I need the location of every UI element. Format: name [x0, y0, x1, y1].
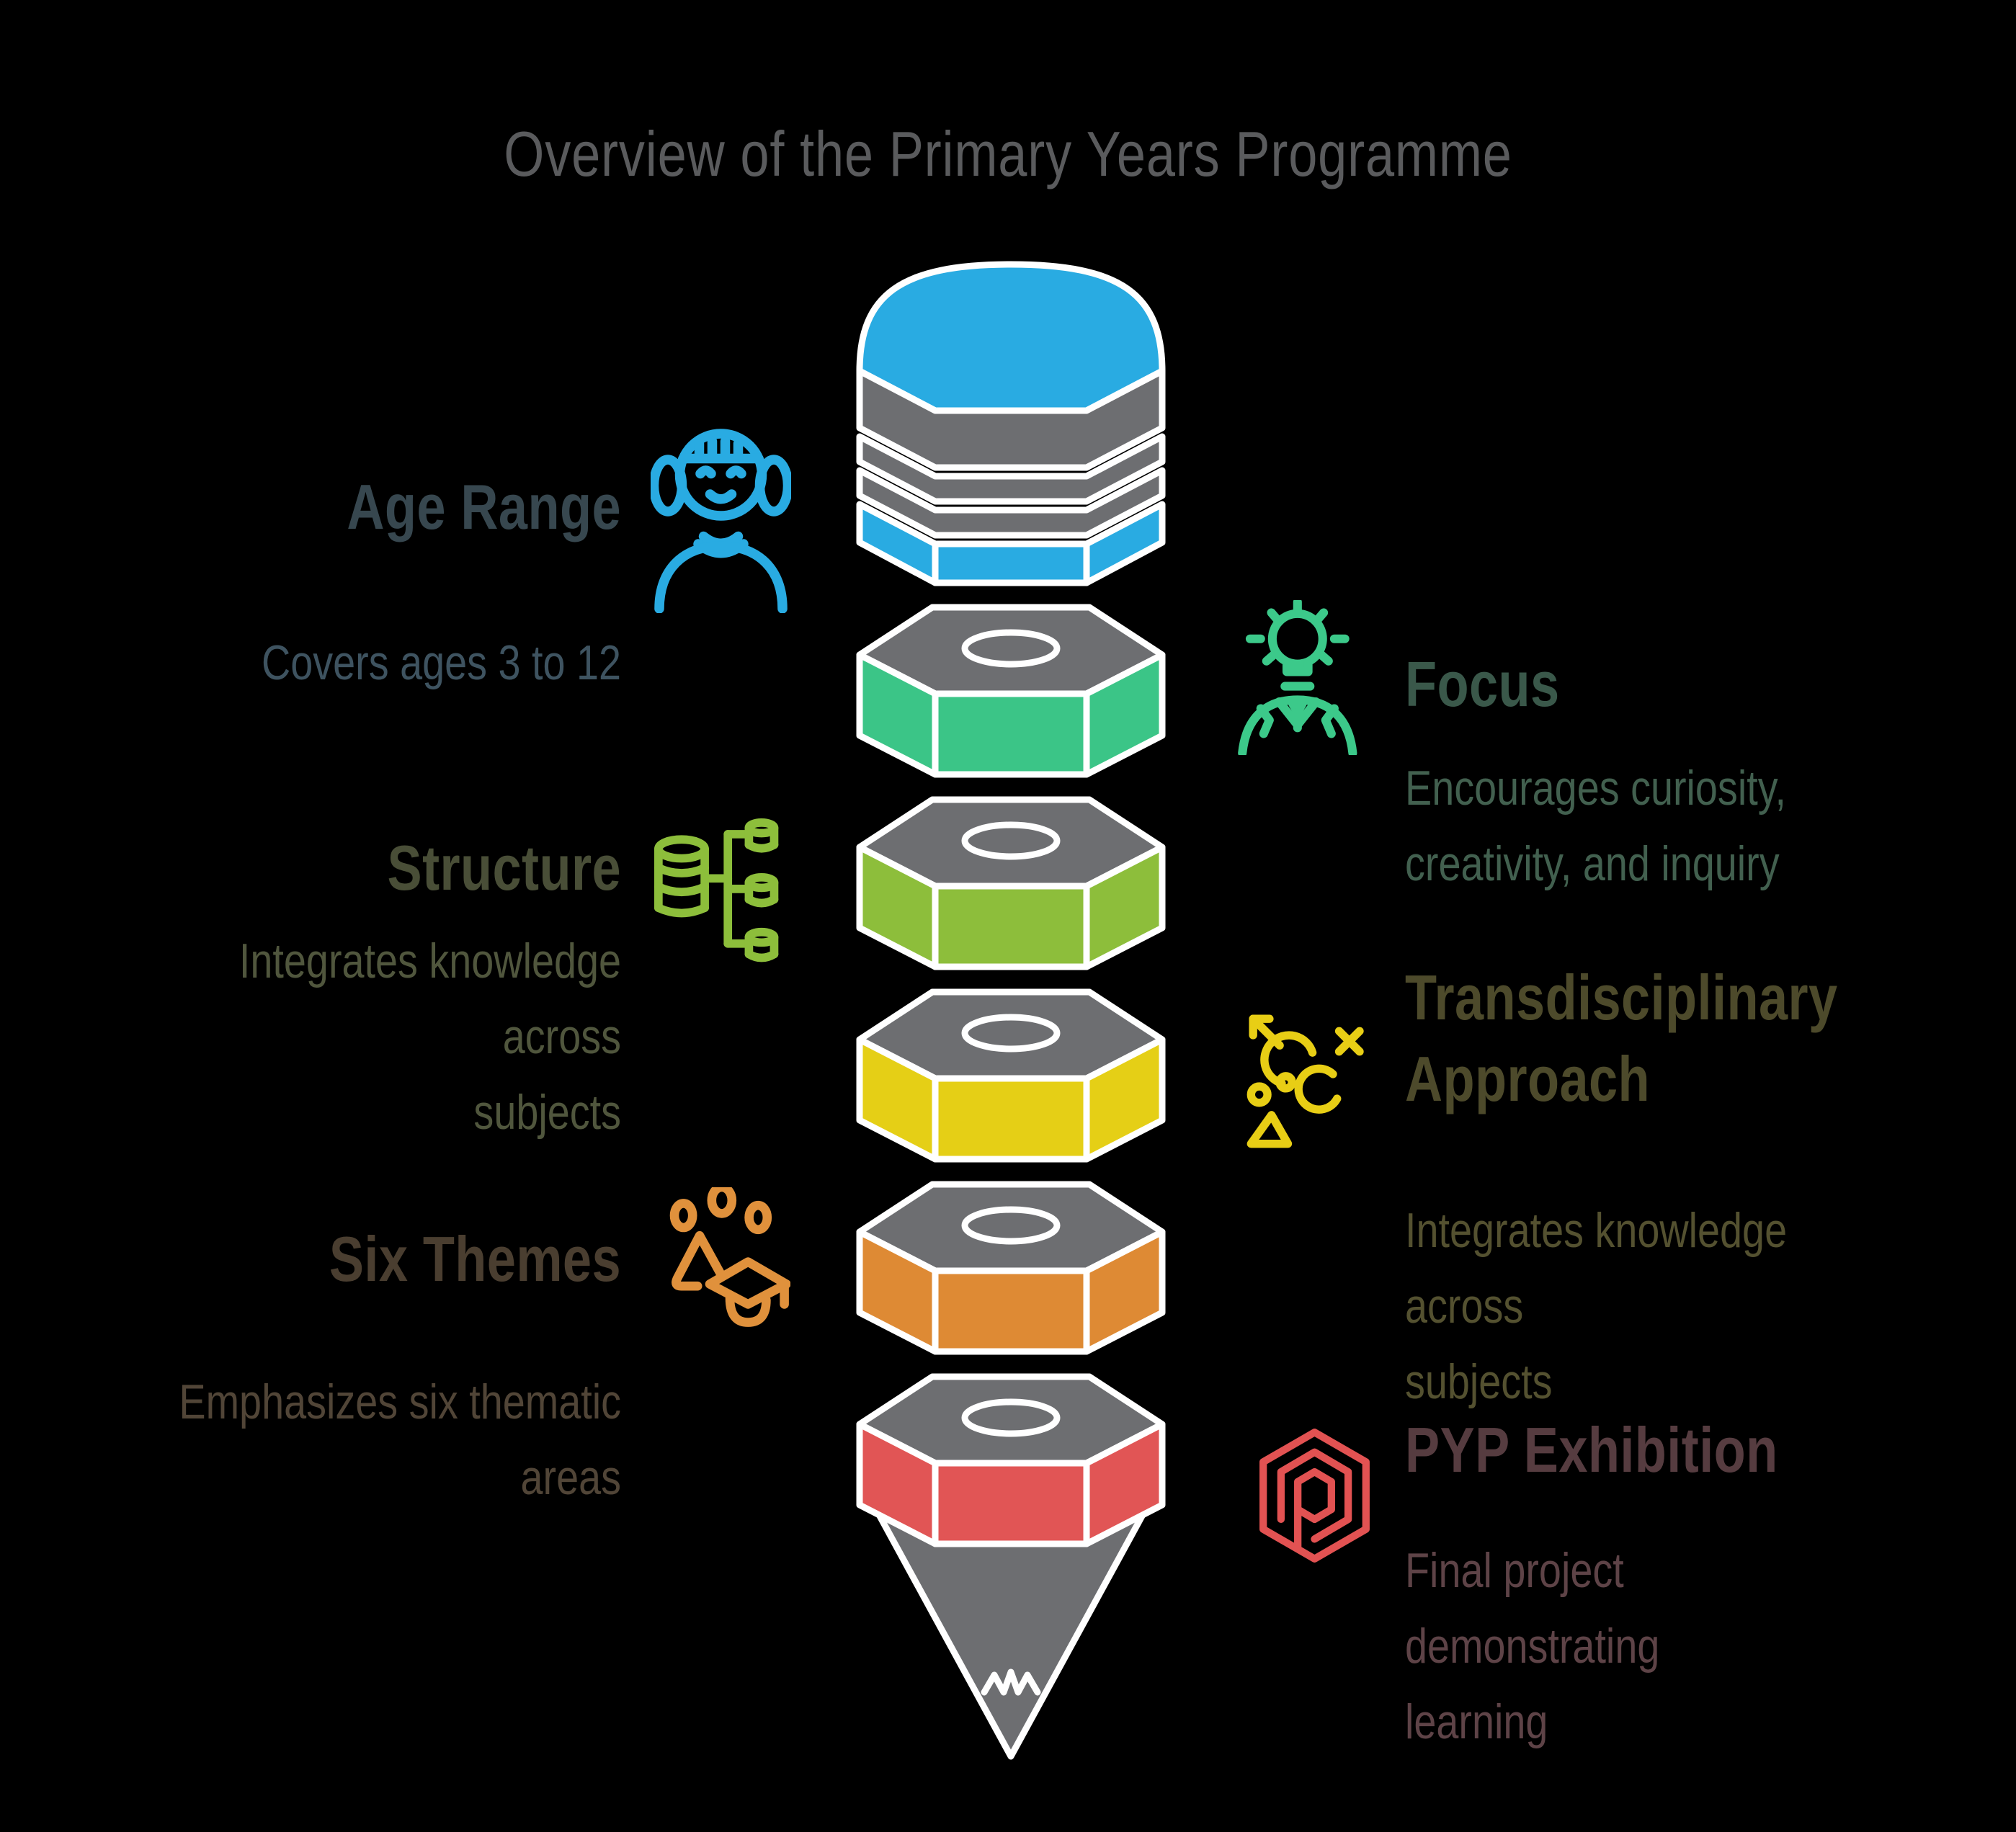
six-themes-description: Emphasizes six thematic areas: [179, 1375, 622, 1505]
pencil-eraser-segment: [856, 257, 1166, 589]
idea-person-icon: [1236, 600, 1362, 755]
transdisciplinary-approach-description: Integrates knowledge across subjects: [1405, 1203, 1788, 1409]
page-title: Overview of the Primary Years Programme: [504, 118, 1512, 189]
graduation-cap-icon: [659, 1187, 790, 1349]
structure-heading: Structure: [387, 832, 621, 903]
gender-connections-icon: [1241, 1009, 1374, 1152]
girl-icon: [651, 408, 791, 613]
pencil-segment-yellow: [856, 985, 1166, 1165]
hexagon-p-logo-icon: [1255, 1426, 1374, 1565]
pyp-exhibition-heading: PYP Exhibition: [1405, 1414, 1778, 1485]
pyp-exhibition-description: Final project demonstrating learning: [1405, 1543, 1660, 1749]
structure-description: Integrates knowledge across subjects: [238, 934, 621, 1140]
focus-description: Encourages curiosity, creativity, and in…: [1405, 761, 1786, 891]
six-themes-heading: Six Themes: [329, 1223, 621, 1295]
focus-heading: Focus: [1405, 648, 1560, 720]
pencil-segment-olive: [856, 792, 1166, 973]
pencil-segment-green: [856, 600, 1166, 780]
age-range-heading: Age Range: [347, 471, 621, 542]
transdisciplinary-approach-heading: Transdisciplinary Approach: [1405, 962, 1838, 1114]
pencil-segment-orange: [856, 1177, 1166, 1357]
database-hierarchy-icon: [652, 807, 789, 965]
age-range-description: Covers ages 3 to 12: [261, 635, 621, 690]
pencil-segment-red-and-tip: [856, 1369, 1166, 1762]
